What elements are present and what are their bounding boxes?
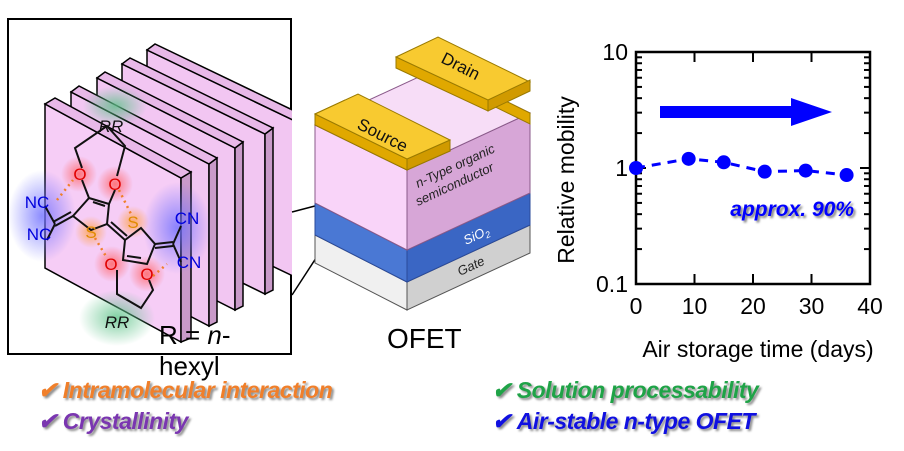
cyano-group-label: CN (175, 209, 200, 228)
feature-text: Intramolecular interaction (62, 377, 333, 403)
x-tick-label: 20 (740, 293, 766, 319)
y-tick-label: 1 (615, 155, 628, 181)
feature-item: ✔Intramolecular interaction (38, 377, 333, 404)
data-point (798, 163, 813, 178)
ofet-title: OFET (387, 323, 462, 354)
molecular-bonds (44, 124, 182, 310)
series-line (635, 157, 847, 177)
y-axis-label: Relative mobility (553, 96, 579, 264)
check-icon: ✔ (38, 408, 57, 434)
data-point (681, 151, 696, 166)
source-electrode (313, 93, 452, 171)
cyano-group-label: CN (177, 253, 202, 272)
trend-arrow (660, 98, 832, 126)
oxygen-atom: O (140, 265, 153, 284)
x-tick-label: 0 (630, 293, 643, 319)
atom-labels: O O O O S S NC NC CN CN RR RR (25, 117, 202, 332)
retention-annotation: approx. 90% (730, 198, 854, 221)
oxygen-atom: O (108, 175, 121, 194)
molecule-panel: O O O O S S NC NC CN CN RR RR R = n-hexy… (7, 18, 292, 381)
x-tick-label: 10 (682, 293, 708, 319)
molecular-stack-illustration: O O O O S S NC NC CN CN RR RR (8, 43, 292, 346)
y-tick-label: 0.1 (596, 271, 628, 297)
y-tick-label: 10 (602, 39, 628, 65)
data-point (629, 161, 643, 175)
sulfur-atom: S (127, 213, 138, 232)
cyano-group-label: NC (27, 225, 52, 244)
oxygen-atom: O (104, 255, 117, 274)
r-definition-suffix: -hexyl (159, 320, 231, 381)
x-tick-label: 40 (857, 293, 883, 319)
feature-text: Crystallinity (62, 408, 189, 434)
data-point (716, 155, 731, 170)
drain-electrode (394, 36, 532, 125)
x-tick-label: 30 (799, 293, 825, 319)
check-icon: ✔ (38, 377, 57, 403)
glow-cyano-left (8, 170, 76, 262)
alkyl-substituent-label: RR (105, 313, 130, 332)
x-axis-label: Air storage time (days) (642, 336, 873, 362)
feature-item: ✔Air-stable n-type OFET (492, 408, 755, 435)
data-point (757, 164, 772, 179)
check-icon: ✔ (492, 408, 511, 434)
r-definition-italic: n (207, 320, 222, 350)
r-group-definition: R = n-hexyl (159, 320, 290, 382)
r-definition-prefix: R = (159, 320, 208, 350)
feature-text: Solution processability (516, 377, 759, 403)
feature-item: ✔Crystallinity (38, 408, 188, 435)
alkyl-substituent-label: RR (99, 117, 124, 136)
cyano-group-label: NC (25, 193, 50, 212)
glow-cyano-right (143, 182, 211, 274)
feature-item: ✔Solution processability (492, 377, 759, 404)
sulfur-atom: S (85, 223, 96, 242)
ofet-device-illustration: Source Drain n-Type organic semiconducto… (313, 36, 532, 311)
intramolecular-interaction-dots (56, 179, 168, 277)
oxygen-atom: O (73, 165, 86, 184)
feature-text: Air-stable n-type OFET (516, 408, 756, 434)
glow-alkyl-top (83, 86, 147, 126)
mobility-chart: 0 10 20 30 40 0.1 1 10 Relative mobility Air st… (553, 39, 883, 362)
check-icon: ✔ (492, 377, 511, 403)
data-point (839, 168, 854, 183)
